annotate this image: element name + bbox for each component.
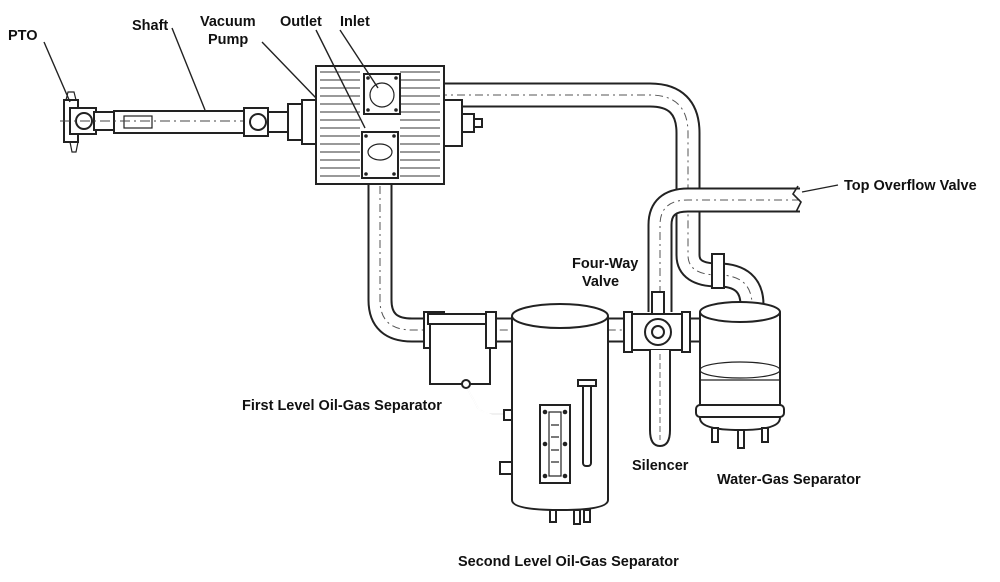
pump-fins bbox=[320, 71, 440, 177]
sight-glass bbox=[539, 404, 571, 484]
label-pto: PTO bbox=[8, 28, 38, 44]
leader-lines bbox=[43, 27, 839, 193]
label-second-level-separator: Second Level Oil-Gas Separator bbox=[458, 554, 679, 570]
label-shaft: Shaft bbox=[132, 18, 168, 34]
outlet-pipe bbox=[367, 150, 640, 343]
label-inlet: Inlet bbox=[340, 14, 370, 30]
inlet-pipe bbox=[385, 82, 765, 306]
shaft-tube bbox=[113, 110, 245, 134]
vacuum-pump bbox=[315, 65, 483, 185]
label-outlet: Outlet bbox=[280, 14, 322, 30]
label-four-way-valve-line2: Valve bbox=[582, 274, 619, 290]
label-four-way-valve-line1: Four-Way bbox=[572, 256, 638, 272]
label-vacuum-pump-line2: Pump bbox=[208, 32, 248, 48]
label-vacuum-pump-line1: Vacuum bbox=[200, 14, 256, 30]
second-level-separator bbox=[499, 303, 609, 525]
pipe-network bbox=[367, 82, 802, 415]
water-gas-separator bbox=[695, 253, 785, 449]
silencer bbox=[649, 350, 671, 448]
pipe-break-end bbox=[791, 185, 802, 213]
pto-shaft-assembly bbox=[60, 91, 317, 153]
label-top-overflow-valve: Top Overflow Valve bbox=[844, 178, 977, 194]
first-level-separator bbox=[423, 311, 497, 389]
dipstick bbox=[582, 383, 592, 467]
pump-coupling bbox=[243, 99, 317, 145]
pto-coupling bbox=[63, 91, 115, 153]
label-water-gas-separator: Water-Gas Separator bbox=[717, 472, 861, 488]
overflow-pipe bbox=[647, 187, 800, 312]
four-way-valve bbox=[623, 291, 691, 353]
label-first-level-separator: First Level Oil-Gas Separator bbox=[242, 398, 442, 414]
inlet-flange bbox=[363, 73, 401, 115]
label-silencer: Silencer bbox=[632, 458, 689, 474]
outlet-flange bbox=[361, 131, 399, 179]
